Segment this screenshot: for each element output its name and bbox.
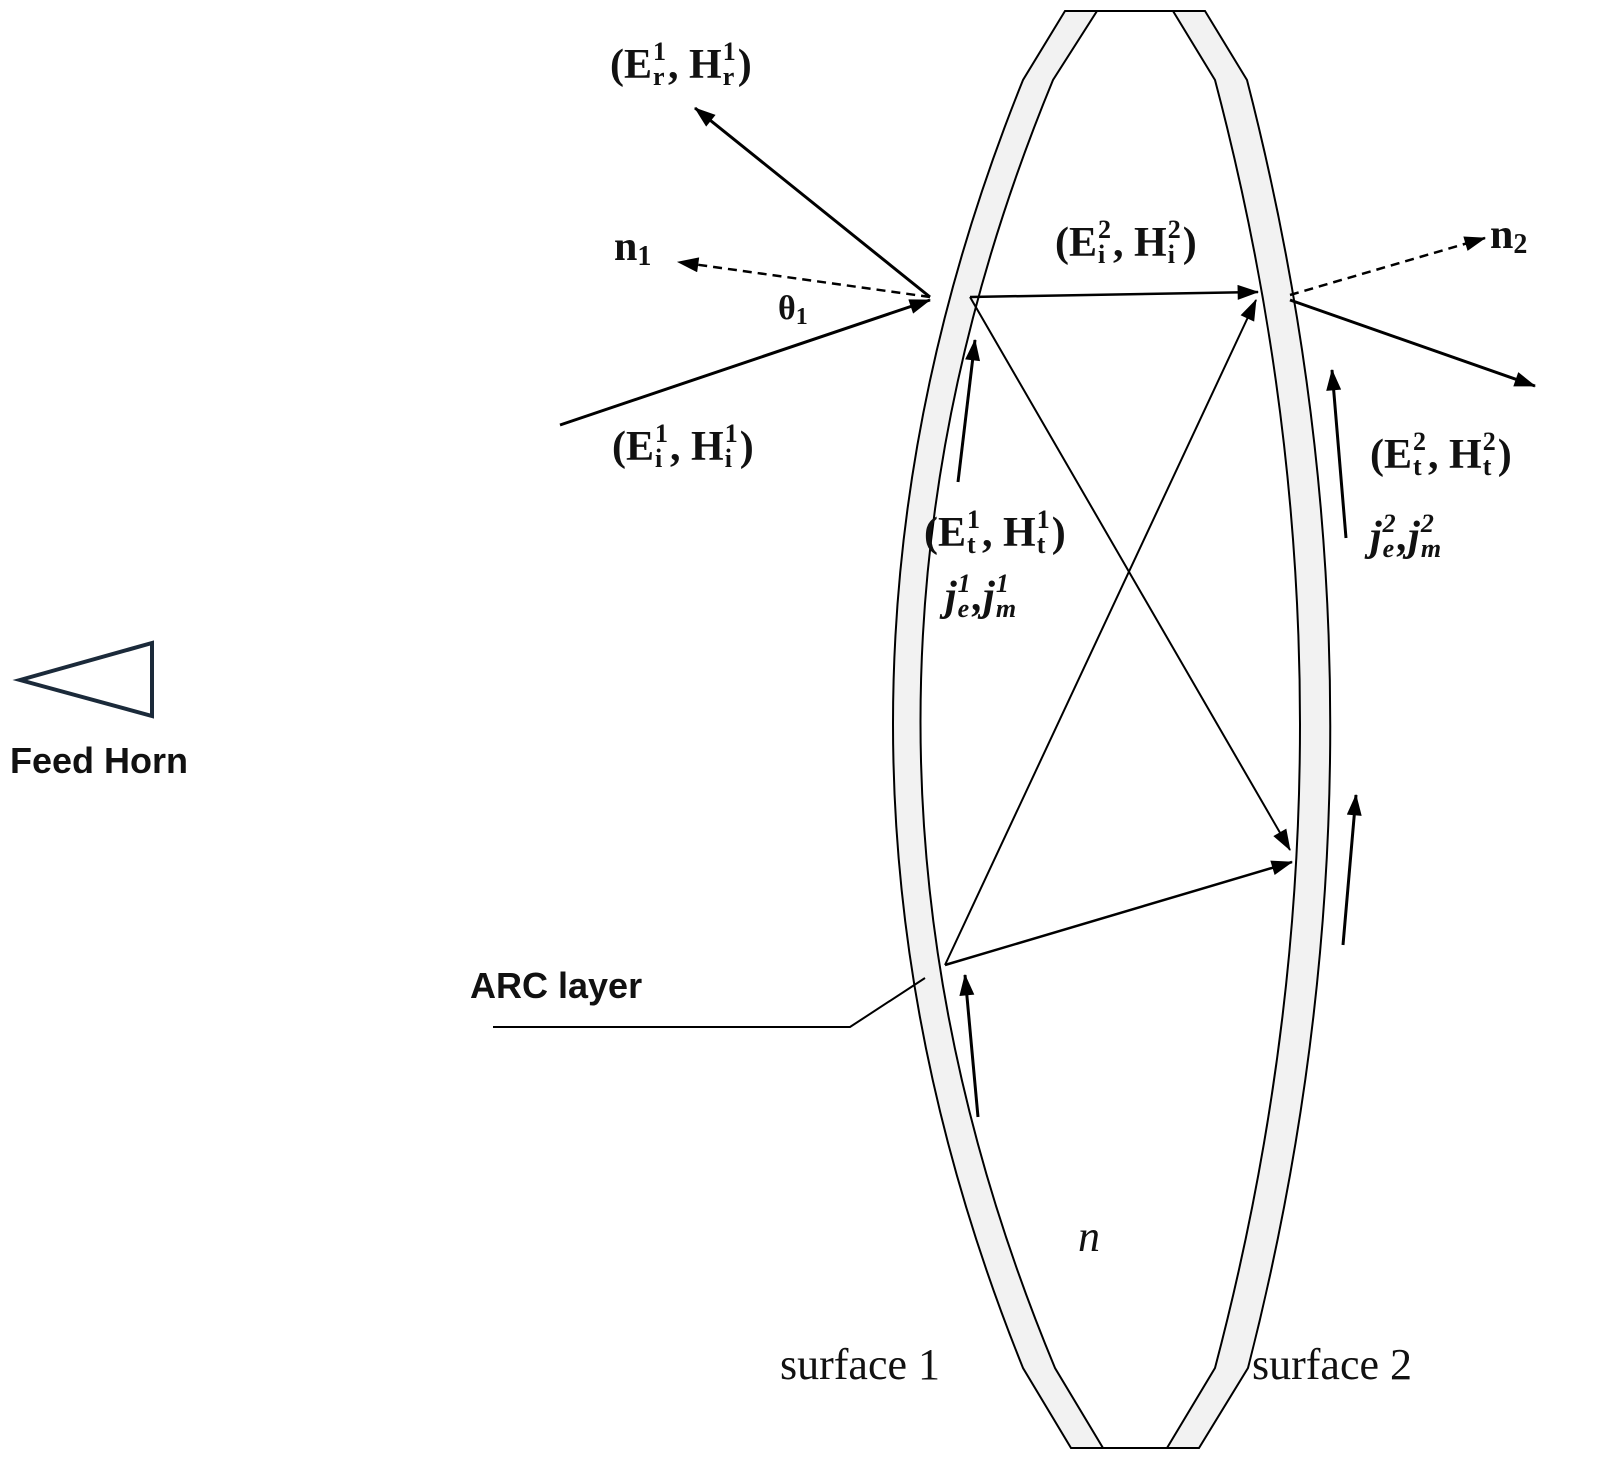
label-sup: 1 [655,419,669,448]
label-part: j [945,573,957,620]
label-sub: e [1382,533,1395,563]
label-part: H [1449,431,1482,478]
label-part: H [1003,509,1036,556]
label-part: H [691,423,724,470]
feed-horn-icon [12,640,154,719]
label-part: j [1370,513,1382,560]
label-sup: 1 [722,37,736,66]
label-sup: 2 [1382,509,1396,538]
current-arrow [959,973,980,1118]
label-part: H [689,41,722,88]
label-sup: 2 [1420,509,1434,538]
label-sub: m [1420,533,1442,563]
refractive-index-label: n [1078,1212,1100,1261]
label-sub: e [957,593,970,623]
label-sub: 1 [637,241,652,272]
label-part: H [1134,219,1167,266]
internal-ray-diagonal-up [944,299,1257,966]
label-sup: 2 [1167,215,1181,244]
internal-ray-diagonal-down [969,296,1291,851]
label-sub: t [1482,451,1492,481]
label-sub: 2 [1513,229,1528,260]
label-sub: i [724,443,732,473]
label-sup: 2 [1098,215,1112,244]
label-part: j [983,573,995,620]
label-sup: 1 [957,569,971,598]
current-arrow [956,338,981,483]
normal-2-arrow [1289,236,1487,297]
label-sub: t [967,529,976,559]
surface-2-label: surface 2 [1252,1340,1413,1389]
label-part: E [938,509,967,556]
label-sub: 1 [795,304,808,330]
label-sub: t [1036,529,1046,559]
label-sub: r [722,61,735,91]
current-arrow [1326,368,1348,539]
label-sub: r [653,61,665,91]
label-sup: 1 [653,37,667,66]
label-part: n [1490,212,1514,258]
surface-1-label: surface 1 [780,1340,941,1389]
label-sup: 1 [967,505,981,534]
label-sup: 1 [1036,505,1050,534]
label-part: E [1069,219,1098,266]
label-part: n [614,224,638,270]
label-sub: i [1098,239,1106,269]
internal-ray-bottom [944,860,1294,967]
label-part: j [1408,513,1420,560]
label-sup: 1 [724,419,738,448]
label-sub: i [1167,239,1175,269]
label-part: θ [778,290,796,327]
current-arrow [1341,793,1362,946]
label-part: E [1384,431,1413,478]
label-sup: 2 [1482,427,1496,456]
feed-horn-label: Feed Horn [10,740,189,781]
arc-layer-label: ARC layer [470,965,643,1006]
arc-layer-leader-line [493,977,926,1028]
label-part: E [626,423,655,470]
label-sup: 2 [1413,427,1427,456]
normal-1-arrow [676,257,931,299]
label-sup: 1 [995,569,1009,598]
label-sub: m [995,593,1017,623]
label-sub: i [655,443,663,473]
label-part: E [624,41,653,88]
internal-ray-top [969,284,1260,300]
reflected-ray [694,106,931,299]
incident-ray [559,298,932,427]
label-sub: t [1413,451,1422,481]
transmitted-ray [1289,298,1537,388]
